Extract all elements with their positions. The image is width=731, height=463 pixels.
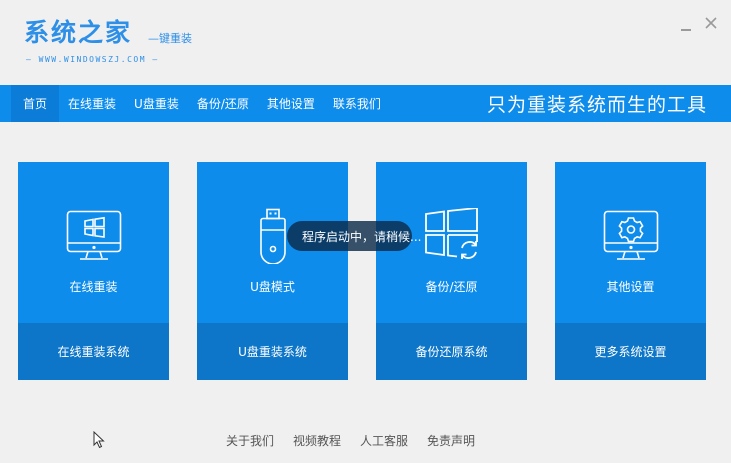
card-action-button[interactable]: U盘重装系统 xyxy=(197,323,348,380)
nav-item-usb-reinstall[interactable]: U盘重装 xyxy=(134,97,179,111)
card-action-button[interactable]: 在线重装系统 xyxy=(18,323,169,380)
nav-item-contact-us[interactable]: 联系我们 xyxy=(332,97,381,111)
footer-links: 关于我们 视频教程 人工客服 免责声明 xyxy=(226,432,475,449)
footer-link-video-tutorials[interactable]: 视频教程 xyxy=(293,434,342,448)
windows-restore-icon xyxy=(424,207,480,264)
card-title: 备份/还原 xyxy=(425,280,478,294)
footer-link-customer-service[interactable]: 人工客服 xyxy=(360,434,409,448)
footer-link-about-us[interactable]: 关于我们 xyxy=(226,434,275,448)
app-logo: 系统之家 —键重装 — WWW.WINDOWSZJ.COM — xyxy=(24,18,204,68)
card-top[interactable]: U盘模式 xyxy=(197,162,348,323)
card-title: U盘模式 xyxy=(250,280,295,294)
card-backup-restore[interactable]: 备份/还原 备份还原系统 xyxy=(376,162,527,380)
usb-drive-icon xyxy=(259,208,286,268)
card-usb-mode[interactable]: U盘模式 U盘重装系统 xyxy=(197,162,348,380)
logo-title: 系统之家 xyxy=(24,18,133,47)
footer-link-disclaimer[interactable]: 免责声明 xyxy=(427,434,476,448)
nav-slogan: 只为重装系统而生的工具 xyxy=(486,94,707,116)
card-top[interactable]: 在线重装 xyxy=(18,162,169,323)
card-title: 其他设置 xyxy=(606,280,655,294)
card-other-settings[interactable]: 其他设置 更多系统设置 xyxy=(555,162,706,380)
card-action-button[interactable]: 备份还原系统 xyxy=(376,323,527,380)
close-button[interactable] xyxy=(705,16,717,32)
card-title: 在线重装 xyxy=(69,280,118,294)
nav-item-other-settings[interactable]: 其他设置 xyxy=(266,97,315,111)
monitor-gear-icon xyxy=(603,210,659,266)
nav-item-home[interactable]: 首页 xyxy=(11,85,60,122)
monitor-windows-icon xyxy=(66,210,122,266)
card-top[interactable]: 备份/还原 xyxy=(376,162,527,323)
loading-toast: 程序启动中，请稍候... xyxy=(287,221,421,251)
minimize-icon xyxy=(681,29,691,31)
card-top[interactable]: 其他设置 xyxy=(555,162,706,323)
nav-item-online-reinstall[interactable]: 在线重装 xyxy=(68,97,117,111)
card-action-button[interactable]: 更多系统设置 xyxy=(555,323,706,380)
mouse-cursor-icon xyxy=(93,430,105,453)
main-nav: 首页 在线重装 U盘重装 备份/还原 其他设置 联系我们 只为重装系统而生的工具 xyxy=(0,85,731,122)
logo-subtitle: —键重装 xyxy=(148,32,192,45)
nav-item-backup-restore[interactable]: 备份/还原 xyxy=(196,97,249,111)
minimize-button[interactable] xyxy=(680,20,692,36)
logo-url: — WWW.WINDOWSZJ.COM — xyxy=(26,55,159,64)
card-online-reinstall[interactable]: 在线重装 在线重装系统 xyxy=(18,162,169,380)
close-icon xyxy=(705,17,717,29)
